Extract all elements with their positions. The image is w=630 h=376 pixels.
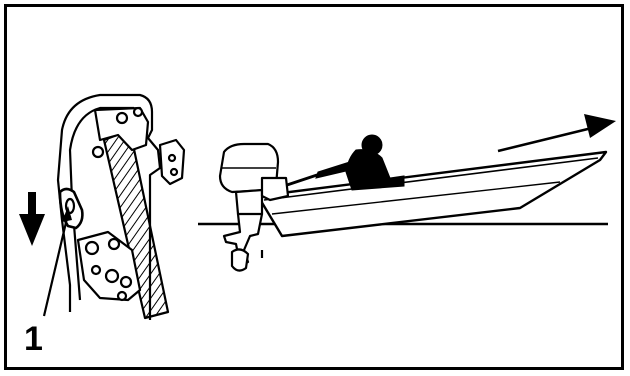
callout-label-1: 1 (24, 322, 43, 356)
leader-line (44, 214, 68, 316)
down-arrow-icon (19, 192, 45, 246)
operator-silhouette (316, 135, 404, 190)
forward-direction-arrow (498, 114, 616, 151)
tilt-bracket-assembly (58, 95, 184, 320)
